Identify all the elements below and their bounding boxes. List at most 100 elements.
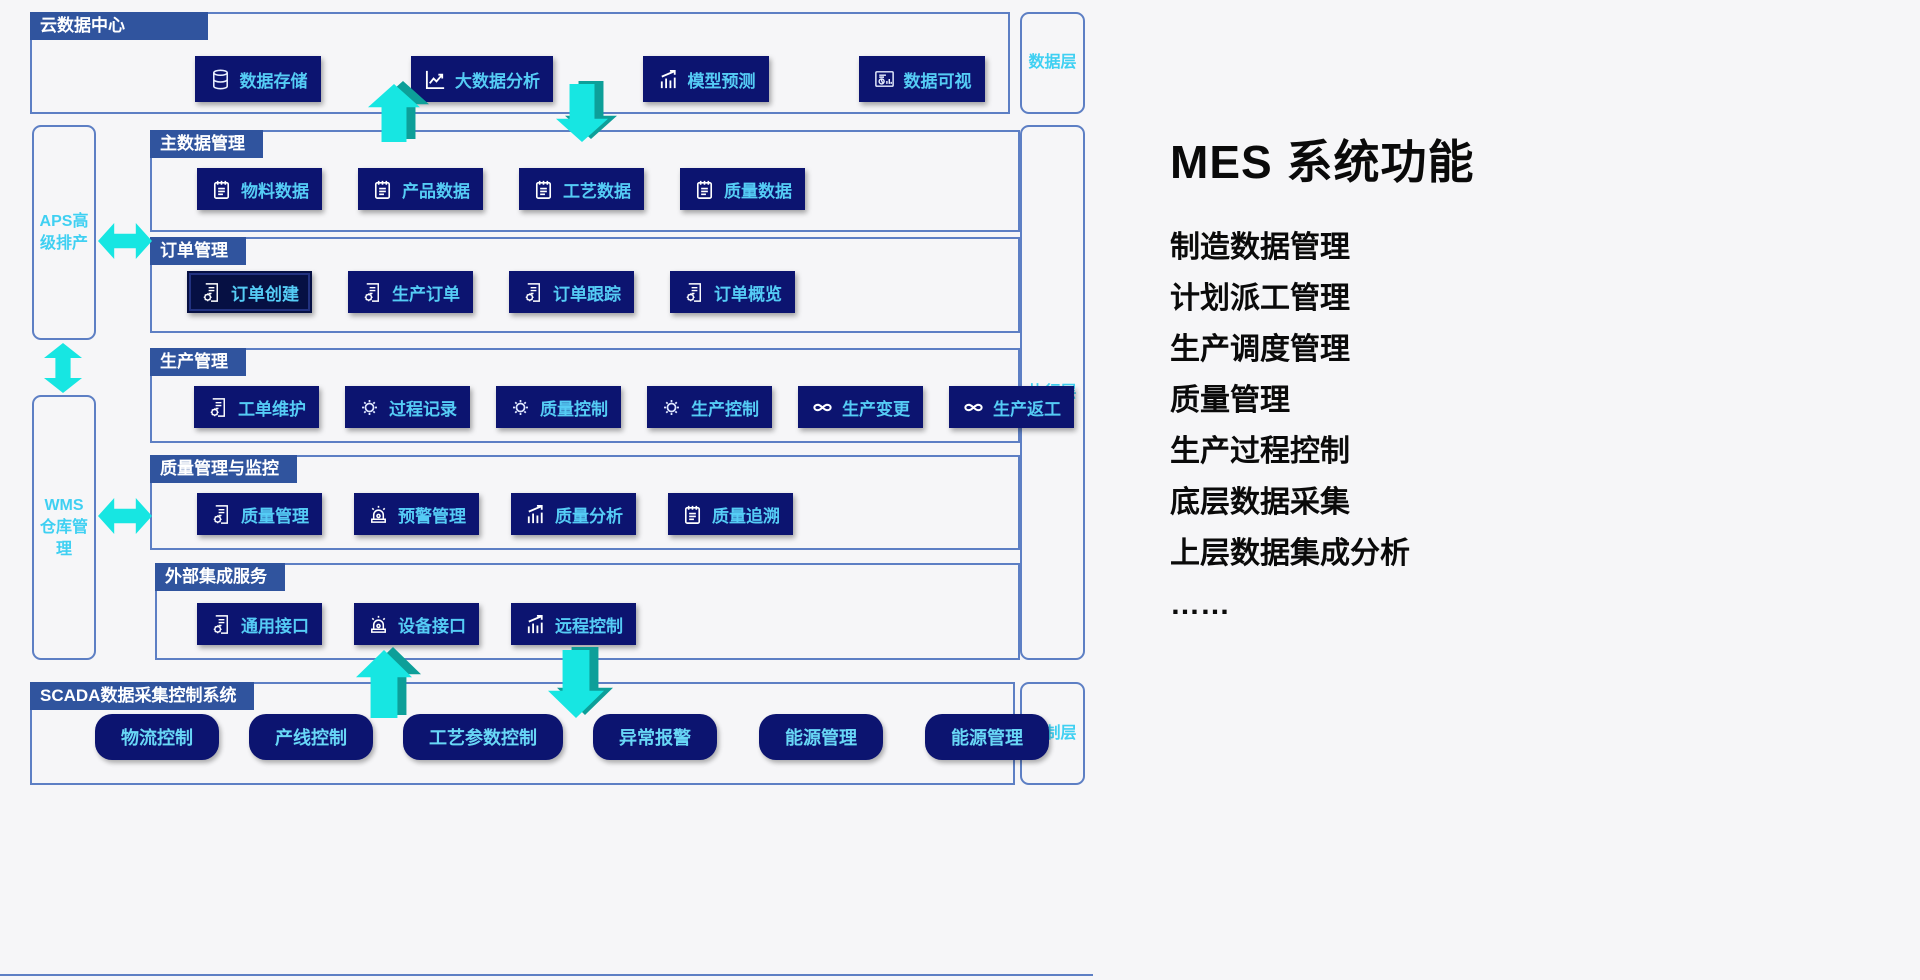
quality-monitoring-section: 质量管理与监控 质量管理 预警管理 质量分析 质量追溯 xyxy=(150,455,1020,550)
material-data-button[interactable]: 物料数据 xyxy=(197,168,322,210)
process-data-button[interactable]: 工艺数据 xyxy=(519,168,644,210)
production-change-button[interactable]: 生产变更 xyxy=(798,386,923,428)
notepad-icon xyxy=(532,178,555,201)
trend-chart-icon xyxy=(524,613,547,636)
production-order-button[interactable]: 生产订单 xyxy=(348,271,473,313)
gear-icon xyxy=(509,396,532,419)
line-control-button[interactable]: 产线控制 xyxy=(249,714,373,760)
doc-gear-icon xyxy=(210,613,233,636)
process-record-button[interactable]: 过程记录 xyxy=(345,386,470,428)
doc-gear-icon xyxy=(207,396,230,419)
button-label: 质量数据 xyxy=(724,181,792,201)
alert-management-button[interactable]: 预警管理 xyxy=(354,493,479,535)
button-label: 生产返工 xyxy=(993,399,1061,419)
button-label: 数据可视 xyxy=(903,71,972,91)
quality-analysis-button[interactable]: 质量分析 xyxy=(511,493,636,535)
button-label: 订单创建 xyxy=(231,284,299,304)
button-label: 模型预测 xyxy=(687,71,756,91)
order-create-button[interactable]: 订单创建 xyxy=(187,271,312,313)
data-visualization-button[interactable]: 数据可视 xyxy=(859,56,985,102)
cloud-data-center-box: 云数据中心 数据存储 大数据分析 模型预测 数据可视 xyxy=(30,12,1010,114)
feature-list-item: …… xyxy=(1170,588,1230,621)
button-label: 质量分析 xyxy=(555,506,623,526)
doc-gear-icon xyxy=(683,281,706,304)
order-tracking-button[interactable]: 订单跟踪 xyxy=(509,271,634,313)
button-label: 订单概览 xyxy=(714,284,782,304)
line-chart-icon xyxy=(424,68,447,91)
page-title: MES 系统功能 xyxy=(1170,136,1475,188)
left-right-arrow xyxy=(98,498,152,534)
order-overview-button[interactable]: 订单概览 xyxy=(670,271,795,313)
button-label: 生产控制 xyxy=(691,399,759,419)
button-label: 过程记录 xyxy=(389,399,457,419)
notepad-icon xyxy=(693,178,716,201)
production-management-section: 生产管理 工单维护 过程记录 质量控制 生产控制 生产变更 生产返工 xyxy=(150,348,1074,443)
left-right-arrow xyxy=(98,223,152,259)
quality-control-button[interactable]: 质量控制 xyxy=(496,386,621,428)
button-label: 质量追溯 xyxy=(712,506,780,526)
doc-gear-icon xyxy=(200,281,223,304)
external-integration-section: 外部集成服务 通用接口 设备接口 远程控制 xyxy=(155,563,1020,660)
section-header-tab: 生产管理 xyxy=(150,348,246,376)
pill-label: 能源管理 xyxy=(951,728,1023,748)
up-down-arrow xyxy=(44,343,82,393)
data-storage-button[interactable]: 数据存储 xyxy=(195,56,321,102)
trend-chart-icon xyxy=(657,68,680,91)
quality-data-button[interactable]: 质量数据 xyxy=(680,168,805,210)
section-header-tab: 订单管理 xyxy=(150,237,246,265)
product-data-button[interactable]: 产品数据 xyxy=(358,168,483,210)
energy-management-button[interactable]: 能源管理 xyxy=(925,714,1049,760)
quality-trace-button[interactable]: 质量追溯 xyxy=(668,493,793,535)
alarm-icon xyxy=(367,503,390,526)
doc-gear-icon xyxy=(210,503,233,526)
energy-management-button[interactable]: 能源管理 xyxy=(759,714,883,760)
master-data-section: 主数据管理 物料数据 产品数据 工艺数据 质量数据 xyxy=(150,130,1020,232)
section-header-tab: 主数据管理 xyxy=(150,130,263,158)
logistics-control-button[interactable]: 物流控制 xyxy=(95,714,219,760)
button-label: 设备接口 xyxy=(398,616,466,636)
feature-list-item: 计划派工管理 xyxy=(1170,282,1350,315)
order-management-section: 订单管理 订单创建 生产订单 订单跟踪 订单概览 xyxy=(150,237,1020,333)
pill-label: 异常报警 xyxy=(619,728,691,748)
pill-label: 物流控制 xyxy=(121,728,193,748)
pill-label: 能源管理 xyxy=(785,728,857,748)
big-data-analysis-button[interactable]: 大数据分析 xyxy=(411,56,553,102)
button-label: 订单跟踪 xyxy=(553,284,621,304)
feature-list-item: 上层数据集成分析 xyxy=(1170,537,1410,570)
feature-list-item: 制造数据管理 xyxy=(1170,231,1350,264)
button-label: 大数据分析 xyxy=(455,71,540,91)
button-label: 质量控制 xyxy=(540,399,608,419)
button-label: 数据存储 xyxy=(239,71,308,91)
scada-header-tab: SCADA数据采集控制系统 xyxy=(30,682,255,710)
button-label: 预警管理 xyxy=(398,506,466,526)
button-label: 生产订单 xyxy=(392,284,460,304)
gear-icon xyxy=(358,396,381,419)
infinity-icon xyxy=(811,396,834,419)
alarm-icon xyxy=(367,613,390,636)
quality-management-button[interactable]: 质量管理 xyxy=(197,493,322,535)
feature-list: 制造数据管理 计划派工管理 生产调度管理 质量管理 生产过程控制 底层数据采集 … xyxy=(1170,222,1474,630)
device-interface-button[interactable]: 设备接口 xyxy=(354,603,479,645)
pill-label: 产线控制 xyxy=(275,728,347,748)
data-layer-label: 数据层 xyxy=(1020,12,1085,114)
generic-interface-button[interactable]: 通用接口 xyxy=(197,603,322,645)
infinity-icon xyxy=(962,396,985,419)
feature-list-item: 质量管理 xyxy=(1170,384,1290,417)
wms-box: WMS仓库管理 xyxy=(32,395,96,660)
abnormal-alarm-button[interactable]: 异常报警 xyxy=(593,714,717,760)
production-control-button[interactable]: 生产控制 xyxy=(647,386,772,428)
button-label: 工艺数据 xyxy=(563,181,631,201)
button-label: 通用接口 xyxy=(241,616,309,636)
production-rework-button[interactable]: 生产返工 xyxy=(949,386,1074,428)
work-order-maintain-button[interactable]: 工单维护 xyxy=(194,386,319,428)
process-parameter-control-button[interactable]: 工艺参数控制 xyxy=(403,714,563,760)
feature-list-item: 底层数据采集 xyxy=(1170,486,1350,519)
aps-box: APS高级排产 xyxy=(32,125,96,340)
remote-control-button[interactable]: 远程控制 xyxy=(511,603,636,645)
gear-icon xyxy=(660,396,683,419)
button-label: 物料数据 xyxy=(241,181,309,201)
button-label: 生产变更 xyxy=(842,399,910,419)
scada-section: SCADA数据采集控制系统 物流控制 产线控制 工艺参数控制 异常报警 能源管理… xyxy=(30,682,1049,785)
notepad-icon xyxy=(371,178,394,201)
model-prediction-button[interactable]: 模型预测 xyxy=(643,56,769,102)
